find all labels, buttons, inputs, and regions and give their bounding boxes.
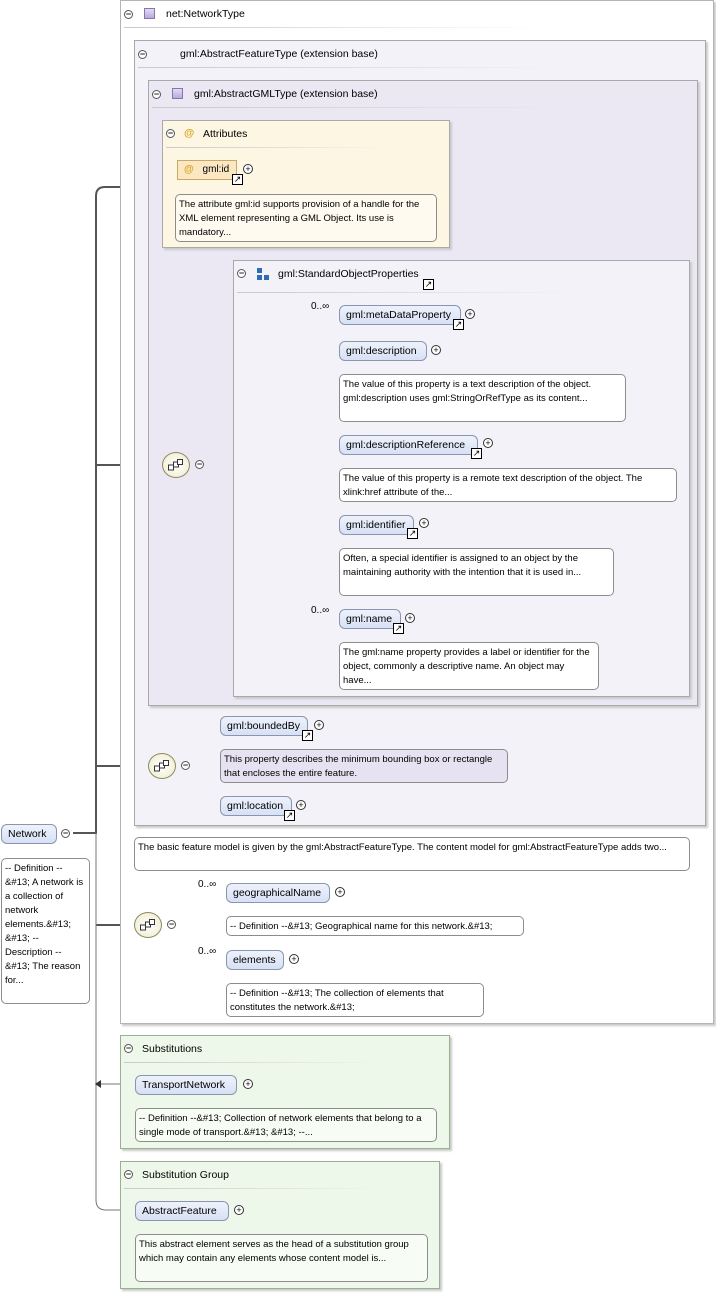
collapse-toggle-network-type[interactable]: − bbox=[124, 9, 133, 19]
occurs-label: 0..∞ bbox=[311, 301, 330, 312]
element-geographicalname[interactable]: geographicalName bbox=[226, 883, 330, 903]
element-abstractfeature-annotation: This abstract element serves as the head… bbox=[135, 1234, 428, 1282]
element-elements-annotation: -- Definition --&#13; The collection of … bbox=[226, 983, 484, 1017]
reference-link-icon[interactable]: ↗ bbox=[393, 623, 404, 634]
element-gml-name[interactable]: gml:name bbox=[339, 609, 401, 629]
separator bbox=[124, 1188, 384, 1189]
element-gml-boundedby-annotation: This property describes the minimum boun… bbox=[220, 749, 508, 783]
abstract-feature-type-title: gml:AbstractFeatureType (extension base) bbox=[180, 48, 378, 60]
expand-icon[interactable]: + bbox=[419, 518, 429, 528]
collapse-toggle-sequence[interactable]: − bbox=[195, 459, 204, 469]
sequence-compositor-icon bbox=[148, 753, 176, 779]
element-gml-identifier-annotation: Often, a special identifier is assigned … bbox=[339, 548, 614, 596]
collapse-toggle-substitution-group[interactable]: − bbox=[124, 1169, 133, 1179]
expand-icon[interactable]: + bbox=[465, 309, 475, 319]
attribute-gml-id[interactable]: @ gml:id bbox=[177, 160, 237, 180]
expand-icon[interactable]: + bbox=[289, 954, 299, 964]
element-gml-identifier[interactable]: gml:identifier bbox=[339, 515, 414, 535]
collapse-toggle-standard-object-properties[interactable]: − bbox=[237, 268, 246, 278]
expand-icon[interactable]: + bbox=[335, 887, 345, 897]
attribute-gml-id-label: gml:id bbox=[202, 164, 230, 175]
expand-icon[interactable]: + bbox=[483, 438, 493, 448]
collapse-toggle-root[interactable]: − bbox=[61, 828, 70, 838]
collapse-toggle-abstract-feature-type[interactable]: − bbox=[138, 49, 147, 59]
separator bbox=[237, 292, 577, 293]
network-type-title: net:NetworkType bbox=[166, 8, 245, 20]
separator bbox=[138, 67, 558, 68]
element-gml-boundedby[interactable]: gml:boundedBy bbox=[220, 716, 308, 736]
element-gml-descriptionreference-annotation: The value of this property is a remote t… bbox=[339, 468, 677, 502]
expand-icon[interactable]: + bbox=[314, 720, 324, 730]
element-transportnetwork[interactable]: TransportNetwork bbox=[135, 1075, 237, 1095]
reference-link-icon[interactable]: ↗ bbox=[423, 279, 434, 290]
element-geographicalname-annotation: -- Definition --&#13; Geographical name … bbox=[226, 916, 524, 936]
reference-link-icon[interactable]: ↗ bbox=[407, 528, 418, 539]
substitution-group-title: Substitution Group bbox=[142, 1169, 229, 1181]
occurs-label: 0..∞ bbox=[311, 605, 330, 616]
standard-object-properties-title: gml:StandardObjectProperties bbox=[278, 268, 419, 280]
root-element-annotation: -- Definition --&#13; A network is a col… bbox=[1, 858, 90, 1004]
group-icon bbox=[257, 268, 269, 280]
element-gml-location[interactable]: gml:location bbox=[220, 796, 292, 816]
expand-icon[interactable]: + bbox=[431, 345, 441, 355]
reference-link-icon[interactable]: ↗ bbox=[284, 810, 295, 821]
occurs-label: 0..∞ bbox=[198, 879, 217, 890]
reference-link-icon[interactable]: ↗ bbox=[302, 730, 313, 741]
expand-icon[interactable]: + bbox=[405, 613, 415, 623]
collapse-toggle-sequence[interactable]: − bbox=[181, 760, 190, 770]
collapse-toggle-abstract-gml-type[interactable]: − bbox=[152, 89, 161, 99]
element-gml-name-annotation: The gml:name property provides a label o… bbox=[339, 642, 599, 690]
occurs-label: 0..∞ bbox=[198, 946, 217, 957]
element-gml-descriptionreference[interactable]: gml:descriptionReference bbox=[339, 435, 478, 455]
element-elements[interactable]: elements bbox=[226, 950, 284, 970]
expand-icon[interactable]: + bbox=[296, 800, 306, 810]
separator bbox=[166, 147, 386, 148]
reference-link-icon[interactable]: ↗ bbox=[471, 448, 482, 459]
expand-icon[interactable]: + bbox=[234, 1205, 244, 1215]
sequence-compositor-icon bbox=[134, 912, 162, 938]
separator bbox=[124, 27, 544, 28]
attribute-icon: @ bbox=[184, 164, 194, 175]
attribute-gml-id-annotation: The attribute gml:id supports provision … bbox=[175, 194, 437, 242]
collapse-toggle-attributes[interactable]: − bbox=[166, 128, 175, 138]
root-element-network[interactable]: Network bbox=[1, 824, 57, 844]
expand-icon[interactable]: + bbox=[243, 164, 253, 174]
collapse-toggle-sequence[interactable]: − bbox=[167, 919, 176, 929]
reference-link-icon[interactable]: ↗ bbox=[453, 319, 464, 330]
element-abstractfeature[interactable]: AbstractFeature bbox=[135, 1201, 229, 1221]
substitutions-title: Substitutions bbox=[142, 1043, 203, 1055]
expand-icon[interactable]: + bbox=[243, 1079, 253, 1089]
attribute-icon: @ bbox=[184, 127, 195, 139]
abstract-gml-type-title: gml:AbstractGMLType (extension base) bbox=[194, 88, 378, 100]
sequence-compositor-icon bbox=[162, 452, 190, 478]
reference-link-icon[interactable]: ↗ bbox=[232, 174, 243, 185]
collapse-toggle-substitutions[interactable]: − bbox=[124, 1043, 133, 1053]
abstract-feature-type-annotation: The basic feature model is given by the … bbox=[134, 837, 690, 871]
element-gml-description[interactable]: gml:description bbox=[339, 341, 427, 361]
element-gml-description-annotation: The value of this property is a text des… bbox=[339, 374, 626, 422]
element-gml-metadataproperty[interactable]: gml:metaDataProperty bbox=[339, 305, 461, 325]
separator bbox=[152, 107, 572, 108]
element-transportnetwork-annotation: -- Definition --&#13; Collection of netw… bbox=[135, 1108, 437, 1142]
attributes-title: Attributes bbox=[203, 128, 248, 140]
separator bbox=[124, 1062, 384, 1063]
complex-type-icon bbox=[144, 8, 155, 19]
complex-type-icon bbox=[172, 88, 183, 99]
